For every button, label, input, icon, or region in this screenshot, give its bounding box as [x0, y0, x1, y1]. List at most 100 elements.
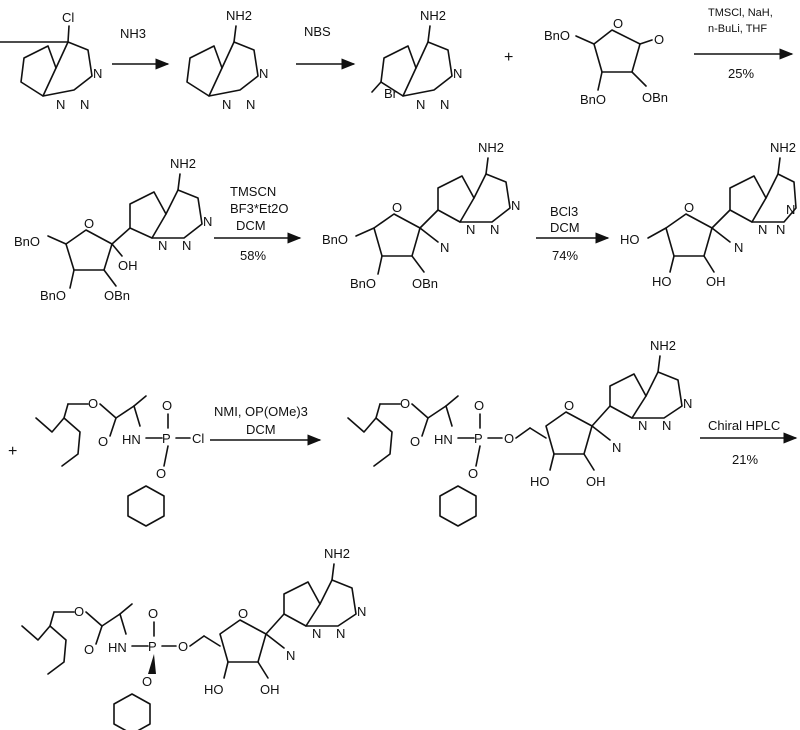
compound-phosphoramidate-single-isomer: O O HN P O O O NH2 N N N O N HO OH: [21, 546, 366, 730]
step7-arrow: Chiral HPLC 21%: [700, 418, 798, 467]
triazine-n-label: N: [638, 418, 647, 433]
triazine-n-label: N: [336, 626, 345, 641]
amine-label: NH2: [770, 140, 796, 155]
phosphorus-label: P: [474, 431, 483, 446]
phosphate-oxygen-label: O: [178, 639, 188, 654]
amide-nh-label: HN: [434, 432, 453, 447]
carbonyl-oxygen-label: O: [654, 32, 664, 47]
triazine-n-label: N: [786, 202, 795, 217]
triazine-n-label: N: [453, 66, 462, 81]
step3-arrow: TMSCl, NaH, n-BuLi, THF 25%: [694, 7, 794, 81]
ring-oxygen-label: O: [84, 216, 94, 231]
compound-phosphoramidate-mixture: O O HN P O O O NH2 N N N O N HO OH: [347, 338, 692, 527]
carbonyl-oxygen-label: O: [410, 434, 420, 449]
nitrile-n-label: N: [286, 648, 295, 663]
nitrile-n-label: N: [734, 240, 743, 255]
benzyloxy-label: OBn: [104, 288, 130, 303]
amine-label: NH2: [170, 156, 196, 171]
phenoxy-oxygen-label: O: [468, 466, 478, 481]
phosphoryl-oxygen-label: O: [148, 606, 158, 621]
step5-yield: 74%: [552, 248, 578, 263]
hydroxyl-label: HO: [530, 474, 550, 489]
triazine-n-label: N: [56, 97, 65, 112]
chloro-label: Cl: [62, 10, 74, 25]
amine-label: NH2: [420, 8, 446, 23]
step4-arrow: TMSCN BF3*Et2O DCM 58%: [214, 184, 302, 263]
hydroxyl-label: OH: [260, 682, 280, 697]
ring-oxygen-label: O: [684, 200, 694, 215]
triazine-n-label: N: [80, 97, 89, 112]
ring-oxygen-label: O: [613, 16, 623, 31]
triazine-n-label: N: [683, 396, 692, 411]
step5-arrow: BCl3 DCM 74%: [536, 204, 610, 263]
step3-condition: n-BuLi, THF: [708, 23, 767, 35]
step1-reagent: NH3: [120, 26, 146, 41]
amine-label: NH2: [324, 546, 350, 561]
step7-condition: Chiral HPLC: [708, 418, 780, 433]
phenoxy-oxygen-label: O: [156, 466, 166, 481]
step4-yield: 58%: [240, 248, 266, 263]
amine-label: NH2: [478, 140, 504, 155]
step4-condition: TMSCN: [230, 184, 276, 199]
triazine-n-label: N: [662, 418, 671, 433]
step6-arrow: NMI, OP(OMe)3 DCM: [210, 404, 322, 446]
nitrile-n-label: N: [612, 440, 621, 455]
benzyloxy-label: BnO: [544, 28, 570, 43]
triazine-n-label: N: [776, 222, 785, 237]
triazine-n-label: N: [158, 238, 167, 253]
benzyloxy-label: OBn: [412, 276, 438, 291]
plus-sign: +: [504, 49, 513, 66]
hydroxyl-label: HO: [620, 232, 640, 247]
step5-condition: DCM: [550, 220, 580, 235]
hydroxyl-label: HO: [652, 274, 672, 289]
amine-label: NH2: [226, 8, 252, 23]
hydroxyl-label: OH: [118, 258, 138, 273]
compound-hydroxyl-nitrile: NH2 N N N O N HO HO OH: [620, 140, 797, 289]
bromo-label: Br: [384, 86, 398, 101]
triazine-n-label: N: [357, 604, 366, 619]
compound-bromo-amino-pyrrolotriazine: NH2 Br N N N: [371, 8, 462, 112]
ring-oxygen-label: O: [564, 398, 574, 413]
step6-condition: DCM: [246, 422, 276, 437]
phenoxy-oxygen-label: O: [142, 674, 152, 689]
step4-condition: BF3*Et2O: [230, 201, 289, 216]
triazine-n-label: N: [203, 214, 212, 229]
benzyloxy-label: BnO: [350, 276, 376, 291]
compound-benzyl-nitrile: NH2 N N N O N BnO BnO OBn: [322, 140, 520, 291]
triazine-n-label: N: [466, 222, 475, 237]
triazine-n-label: N: [312, 626, 321, 641]
step7-yield: 21%: [732, 452, 758, 467]
triazine-n-label: N: [416, 97, 425, 112]
benzyloxy-label: OBn: [642, 90, 668, 105]
step1-arrow: NH3: [112, 26, 170, 70]
step2-arrow: NBS: [296, 24, 356, 70]
phosphorus-label: P: [162, 431, 171, 446]
ester-oxygen-label: O: [74, 604, 84, 619]
plus-sign: +: [8, 443, 17, 460]
chloro-label: Cl: [192, 431, 204, 446]
triazine-n-label: N: [511, 198, 520, 213]
ester-oxygen-label: O: [88, 396, 98, 411]
triazine-n-label: N: [182, 238, 191, 253]
benzyloxy-label: BnO: [580, 92, 606, 107]
phosphoryl-oxygen-label: O: [162, 398, 172, 413]
triazine-n-label: N: [259, 66, 268, 81]
phosphate-oxygen-label: O: [504, 431, 514, 446]
amide-nh-label: HN: [122, 432, 141, 447]
step6-condition: NMI, OP(OMe)3: [214, 404, 308, 419]
benzyloxy-label: BnO: [14, 234, 40, 249]
phosphorus-label: P: [148, 639, 157, 654]
triazine-n-label: N: [758, 222, 767, 237]
carbonyl-oxygen-label: O: [84, 642, 94, 657]
triazine-n-label: N: [222, 97, 231, 112]
ester-oxygen-label: O: [400, 396, 410, 411]
step5-condition: BCl3: [550, 204, 578, 219]
compound-chloro-pyrrolotriazine: Cl N N N: [0, 10, 102, 112]
amine-label: NH2: [650, 338, 676, 353]
triazine-n-label: N: [93, 66, 102, 81]
triazine-n-label: N: [490, 222, 499, 237]
compound-benzyl-lactone: O O BnO BnO OBn: [544, 16, 668, 107]
hydroxyl-label: OH: [706, 274, 726, 289]
compound-phosphoramidoyl-chloride: O O HN P O Cl O: [35, 395, 204, 527]
